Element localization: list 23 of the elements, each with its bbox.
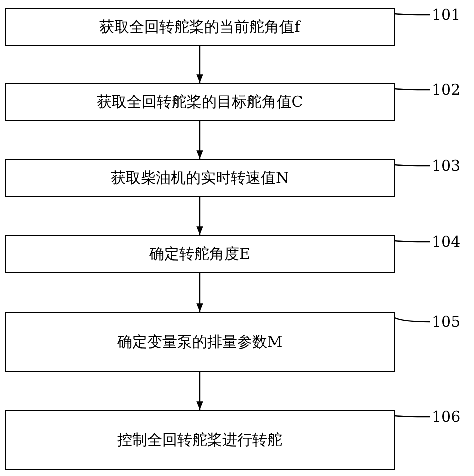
process-box: 控制全回转舵桨进行转舵	[5, 410, 395, 470]
leader-line	[394, 317, 430, 323]
process-box: 确定变量泵的排量参数M	[5, 312, 395, 372]
arrow	[196, 121, 204, 159]
arrow	[196, 197, 204, 235]
step-number: 104	[432, 233, 464, 251]
leader-line	[394, 88, 430, 91]
process-box: 获取柴油机的实时转速值N	[5, 159, 395, 197]
arrow	[196, 46, 204, 83]
process-box: 获取全回转舵桨的当前舵角值f	[5, 8, 395, 46]
arrow	[196, 372, 204, 410]
step-number: 106	[432, 408, 464, 426]
step-number: 105	[432, 313, 464, 331]
step-number: 103	[432, 157, 464, 175]
arrow	[196, 273, 204, 312]
leader-line	[394, 164, 430, 167]
process-box: 获取全回转舵桨的目标舵角值C	[5, 83, 395, 121]
step-number: 101	[432, 6, 464, 24]
step-number: 102	[432, 81, 464, 99]
process-box: 确定转舵角度E	[5, 235, 395, 273]
leader-line	[394, 415, 430, 418]
leader-line	[394, 13, 430, 16]
leader-line	[394, 240, 430, 243]
